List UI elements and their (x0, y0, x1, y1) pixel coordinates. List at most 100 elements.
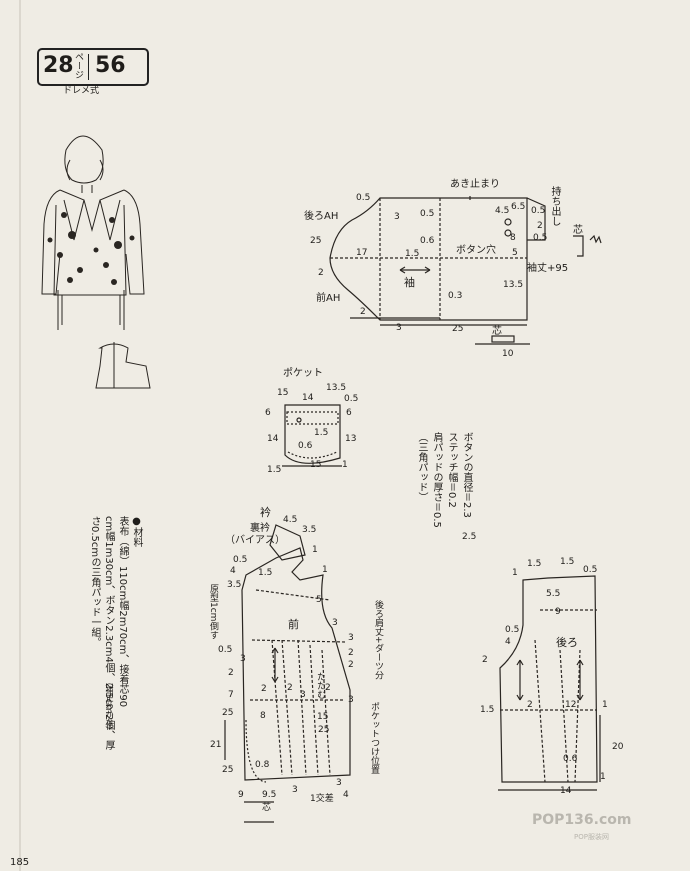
dim: 1.5 (480, 705, 495, 715)
dim: 2 (537, 221, 543, 231)
dim: 5 (316, 595, 322, 605)
dim: 0.6 (420, 236, 435, 246)
dim: 13 (345, 434, 357, 444)
dim: 6 (346, 408, 352, 418)
dim: 1.5 (527, 559, 542, 569)
dim: 0.5 (356, 193, 371, 203)
shoulder-pad-note: 肩パッドの厚さ＝0.5 (431, 432, 442, 528)
dim: 3 (348, 633, 354, 643)
page-reference-badge: 28 ページ 56 (37, 48, 149, 86)
front-armhole-label: 前AH (316, 293, 341, 304)
dim: 2 (527, 700, 533, 710)
dim: 0.5 (218, 645, 233, 655)
cross-label: 1交差 (310, 794, 334, 804)
dim: 0.5 (531, 206, 546, 216)
front-title: 前 (288, 618, 299, 631)
dim: 2 (318, 268, 324, 278)
dim: 0.5 (583, 565, 598, 575)
dim: 3 (300, 690, 306, 700)
dim: 3.5 (302, 525, 317, 535)
dim: 2 (360, 307, 366, 317)
dim: 14 (560, 786, 572, 796)
dim: 1 (312, 545, 318, 555)
dim: 25 (318, 725, 330, 735)
dim: 2 (261, 684, 267, 694)
dim: 5.5 (546, 589, 561, 599)
dim: 0.6 (298, 441, 313, 451)
dim: 10 (502, 349, 514, 359)
dim: 12 (565, 700, 577, 710)
materials-line-1: 表布（綿）110cm幅2m70cm、接着芯90 (117, 516, 128, 708)
dim: 9.5 (262, 790, 277, 800)
dim: 2 (482, 655, 488, 665)
back-pattern (498, 575, 601, 791)
dim: 17 (356, 248, 368, 258)
dim: 14 (267, 434, 279, 444)
sleeve-title: 袖 (404, 276, 415, 289)
page-number: 185 (10, 857, 30, 868)
under-collar-label: 裏衿 (250, 523, 270, 534)
dim: 1.5 (314, 428, 329, 438)
dim: 15 (317, 712, 329, 722)
dressmaker-style-label: ドレメ式 (63, 86, 100, 96)
dim: 25 (310, 236, 322, 246)
mochidashi-label: 持ち出し (549, 186, 560, 226)
dim: 2 (348, 648, 354, 658)
dim: 25 (222, 708, 234, 718)
dim: 0.5 (344, 394, 359, 404)
collar-title: 衿 (260, 506, 271, 519)
fold-label: たたむ (315, 672, 325, 699)
triangle-pad-note: （三角パッド） (416, 432, 427, 502)
buttonhole-label: ボタン穴 (456, 245, 496, 256)
dim: 0.5 (233, 555, 248, 565)
block-note: 原型1cm倒す (208, 584, 218, 640)
dim: 3 (394, 212, 400, 222)
dim: 1 (602, 700, 608, 710)
back-armhole-label: 後ろAH (304, 211, 339, 222)
front-pattern (224, 524, 351, 823)
dim: 1 (322, 565, 328, 575)
dim: 3 (240, 654, 246, 664)
watermark-subtitle: POP服装网 (574, 833, 609, 841)
dim: 3.5 (227, 580, 242, 590)
akidomari-label: あき止まり (450, 179, 500, 190)
dim: 15 (310, 460, 322, 470)
dim: 0.8 (255, 760, 270, 770)
model-illustration (41, 135, 151, 389)
dim: 2 (325, 683, 331, 693)
dim: 25 (222, 765, 234, 775)
dim: 2 (228, 668, 234, 678)
dim: 2 (287, 683, 293, 693)
dim: 1.5 (560, 557, 575, 567)
dim: 3 (336, 778, 342, 788)
dim: 8 (260, 711, 266, 721)
materials-note: （補正わかな） (105, 678, 114, 734)
page-ref-number: 28 (43, 53, 74, 78)
dim: 2.5 (462, 532, 477, 542)
back-shoulder-note: 後ろ肩丈+ダーツ分 (373, 600, 383, 680)
dim: 0.5 (420, 209, 435, 219)
dim: 1 (512, 568, 518, 578)
dim: 1.5 (405, 249, 420, 259)
dim: 0.5 (533, 233, 548, 243)
dim: 13.5 (503, 280, 524, 290)
dim: 4 (230, 566, 236, 576)
dim: 4.5 (283, 515, 298, 525)
pocket-pattern (282, 404, 342, 467)
dim: 20 (612, 742, 624, 752)
dim: 1.5 (267, 465, 282, 475)
dim: 15 (277, 388, 289, 398)
materials-line-2: cm幅1m30cm、ボタン2.3cm4個、2.5cm2個、厚 (103, 516, 114, 751)
dim: 9 (555, 607, 561, 617)
dim: 7 (228, 690, 234, 700)
dim: 25 (452, 324, 464, 334)
bias-label: （バイアス） (225, 535, 285, 546)
interfacing-label-front: 芯 (262, 803, 272, 813)
dim: 3 (396, 323, 402, 333)
dim: 0.6 (563, 754, 578, 764)
back-title: 後ろ (556, 636, 578, 649)
dim: 14 (302, 393, 314, 403)
dim: 0.5 (505, 625, 520, 635)
button-diameter-note: ボタンの直径＝2.3 (461, 432, 472, 518)
